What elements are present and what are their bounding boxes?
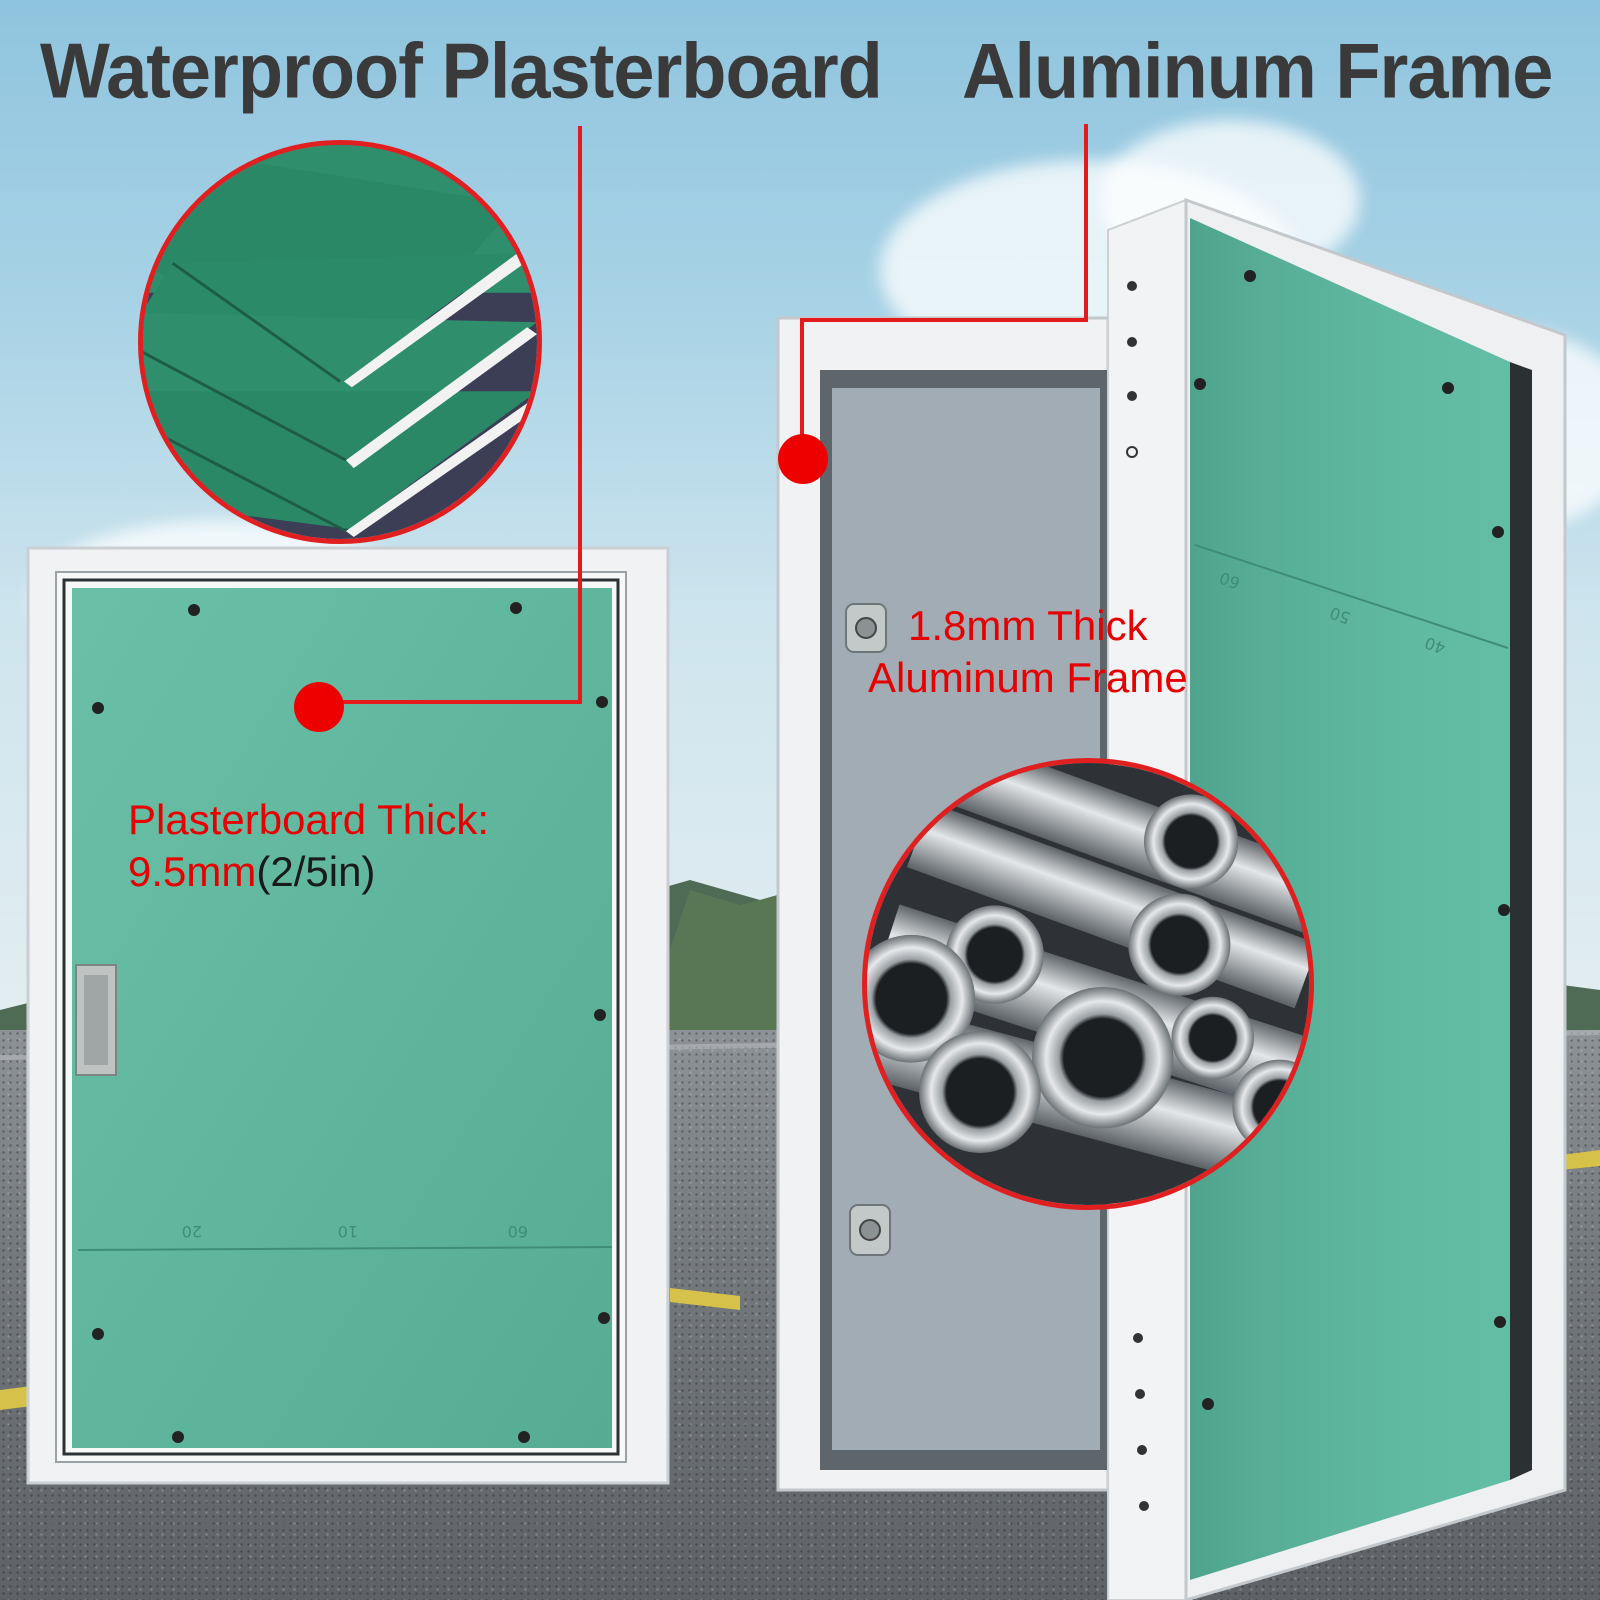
aluminum-tubes-icon xyxy=(867,763,1309,1205)
svg-text:10: 10 xyxy=(338,1222,358,1241)
plasterboard-thickness-callout: Plasterboard Thick: 9.5mm(2/5in) xyxy=(128,794,489,898)
frame-thickness-line-2: Aluminum Frame xyxy=(868,654,1188,701)
callout-line xyxy=(578,126,582,704)
svg-text:20: 20 xyxy=(182,1222,202,1241)
callout-line xyxy=(320,700,582,704)
plasterboard-thickness-label: Plasterboard Thick: xyxy=(128,796,490,843)
callout-line xyxy=(800,318,804,450)
heading-waterproof-plasterboard: Waterproof Plasterboard xyxy=(40,26,883,115)
callout-line xyxy=(800,318,1088,322)
stacked-boards-icon xyxy=(143,145,537,539)
frame-thickness-callout: 1.8mm Thick Aluminum Frame xyxy=(868,600,1188,704)
plasterboard-closeup xyxy=(138,140,542,544)
plasterboard-thickness-value: 9.5mm xyxy=(128,848,257,895)
aluminum-closeup xyxy=(862,758,1314,1210)
svg-text:60: 60 xyxy=(508,1222,528,1241)
heading-aluminum-frame: Aluminum Frame xyxy=(962,26,1553,115)
callout-dot xyxy=(778,434,828,484)
callout-line xyxy=(1084,124,1088,322)
plasterboard-thickness-inches: (2/5in) xyxy=(256,848,376,895)
frame-thickness-line-1: 1.8mm Thick xyxy=(908,602,1148,649)
callout-dot xyxy=(294,682,344,732)
